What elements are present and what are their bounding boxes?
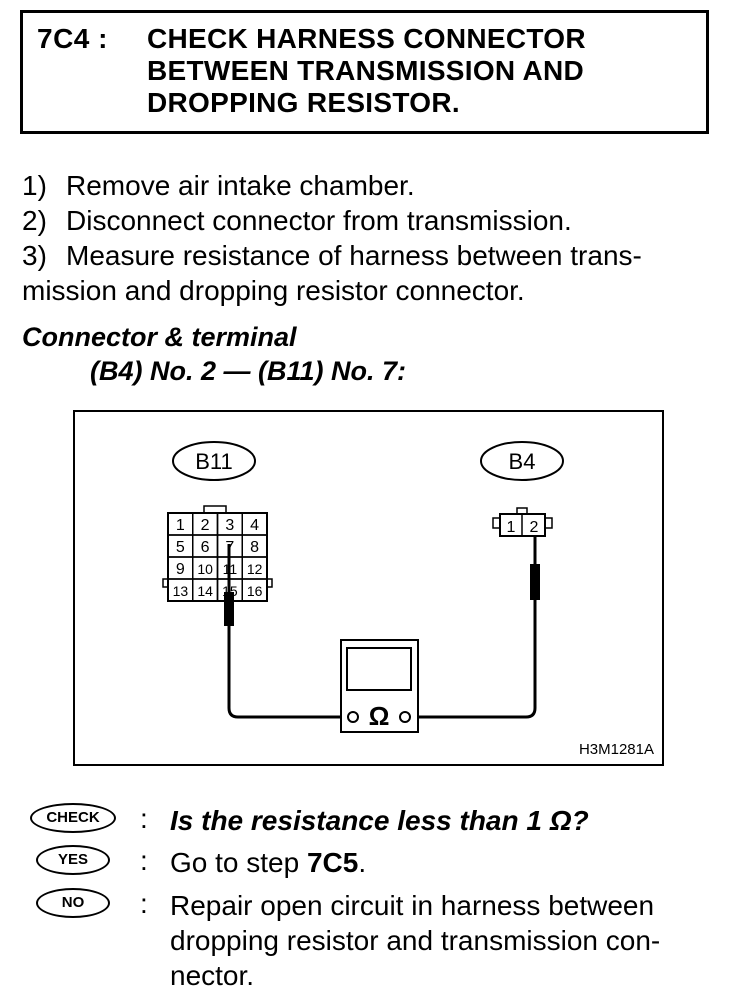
check-badge: CHECK (30, 803, 116, 833)
procedure-step: 3) Measure resistance of harness between … (22, 238, 722, 273)
diagram-svg: B11 B4 12345678910111213141516 1 2 (162, 441, 564, 733)
spec-heading: Connector & terminal (22, 322, 297, 352)
figure-code: H3M1281A (578, 741, 654, 758)
b11-pin: 14 (197, 583, 213, 599)
b11-pin: 6 (201, 539, 210, 556)
procedure-list: 1) Remove air intake chamber. 2) Disconnec… (22, 168, 722, 308)
b4-pin: 1 (507, 519, 516, 536)
yes-suffix: . (358, 847, 367, 878)
b11-pin: 5 (176, 539, 185, 556)
b11-pin: 9 (176, 561, 185, 578)
b11-pin: 10 (197, 561, 213, 577)
step-header: 7C4 : CHECK HARNESS CONNECTOR BETWEEN TR… (20, 10, 709, 134)
b11-label-text: B11 (195, 449, 233, 474)
result-colon: : (140, 888, 148, 919)
result-colon: : (140, 845, 148, 876)
wiring-diagram: B11 B4 12345678910111213141516 1 2 (73, 410, 664, 766)
step-number: 3) (22, 240, 47, 271)
b11-pin: 2 (201, 517, 210, 534)
title-line: CHECK HARNESS CONNECTOR (147, 23, 586, 54)
b11-connector: 12345678910111213141516 (162, 505, 273, 602)
no-action-line: dropping resistor and transmission con- (170, 925, 661, 956)
yes-badge: YES (36, 845, 110, 875)
b4-label: B4 (480, 441, 564, 481)
b11-pin: 1 (176, 517, 185, 534)
b11-pin: 4 (250, 517, 259, 534)
b11-label: B11 (172, 441, 256, 481)
title-line: DROPPING RESISTOR. (147, 87, 460, 118)
check-question: Is the resistance less than 1 Ω? (170, 805, 589, 836)
b11-pin: 12 (247, 561, 263, 577)
procedure-step-continued: mission and dropping resistor connector. (22, 273, 722, 308)
procedure-step: 2) Disconnect connector from transmission… (22, 203, 722, 238)
connector-spec: Connector & terminal (B4) No. 2 — (B11) … (22, 320, 406, 388)
meter-terminal (399, 711, 411, 723)
yes-target-step: 7C5 (306, 847, 359, 878)
step-text: mission and dropping resistor connector. (22, 275, 525, 306)
meter-terminal (347, 711, 359, 723)
no-action-line: Repair open circuit in harness between (170, 890, 655, 921)
step-id: 7C4 : (37, 23, 108, 54)
step-text: Measure resistance of harness between tr… (66, 240, 642, 271)
result-colon: : (140, 803, 148, 834)
no-action-line: nector. (170, 960, 255, 991)
b11-pin: 16 (247, 583, 263, 599)
step-number: 2) (22, 205, 47, 236)
b11-pin: 13 (173, 583, 189, 599)
b4-connector: 1 2 (492, 507, 553, 537)
title-line: BETWEEN TRANSMISSION AND (147, 55, 585, 86)
probe-left (224, 544, 234, 626)
yes-text: Go to step (170, 847, 307, 878)
b11-pin-cell (241, 578, 268, 602)
b11-pin: 3 (225, 517, 234, 534)
spec-terminals: (B4) No. 2 — (B11) No. 7: (90, 356, 407, 386)
step-text: Disconnect connector from transmission. (66, 205, 572, 236)
ohmmeter: Ω (340, 639, 419, 733)
procedure-step: 1) Remove air intake chamber. (22, 168, 722, 203)
step-text: Remove air intake chamber. (66, 170, 415, 201)
wire-left (227, 626, 351, 719)
no-badge: NO (36, 888, 110, 918)
ohm-symbol: Ω (369, 701, 390, 731)
b4-pin: 2 (530, 519, 539, 536)
step-title: CHECK HARNESS CONNECTOR BETWEEN TRANSMIS… (147, 23, 586, 119)
no-action: Repair open circuit in harness between d… (170, 888, 720, 993)
b11-pin-grid: 12345678910111213141516 (167, 512, 268, 602)
probe-right (530, 536, 540, 600)
meter-display (346, 647, 412, 691)
wire-right (407, 600, 537, 719)
b11-pin: 8 (250, 539, 259, 556)
yes-action: Go to step 7C5. (170, 845, 720, 880)
step-number: 1) (22, 170, 47, 201)
b4-label-text: B4 (509, 449, 536, 474)
